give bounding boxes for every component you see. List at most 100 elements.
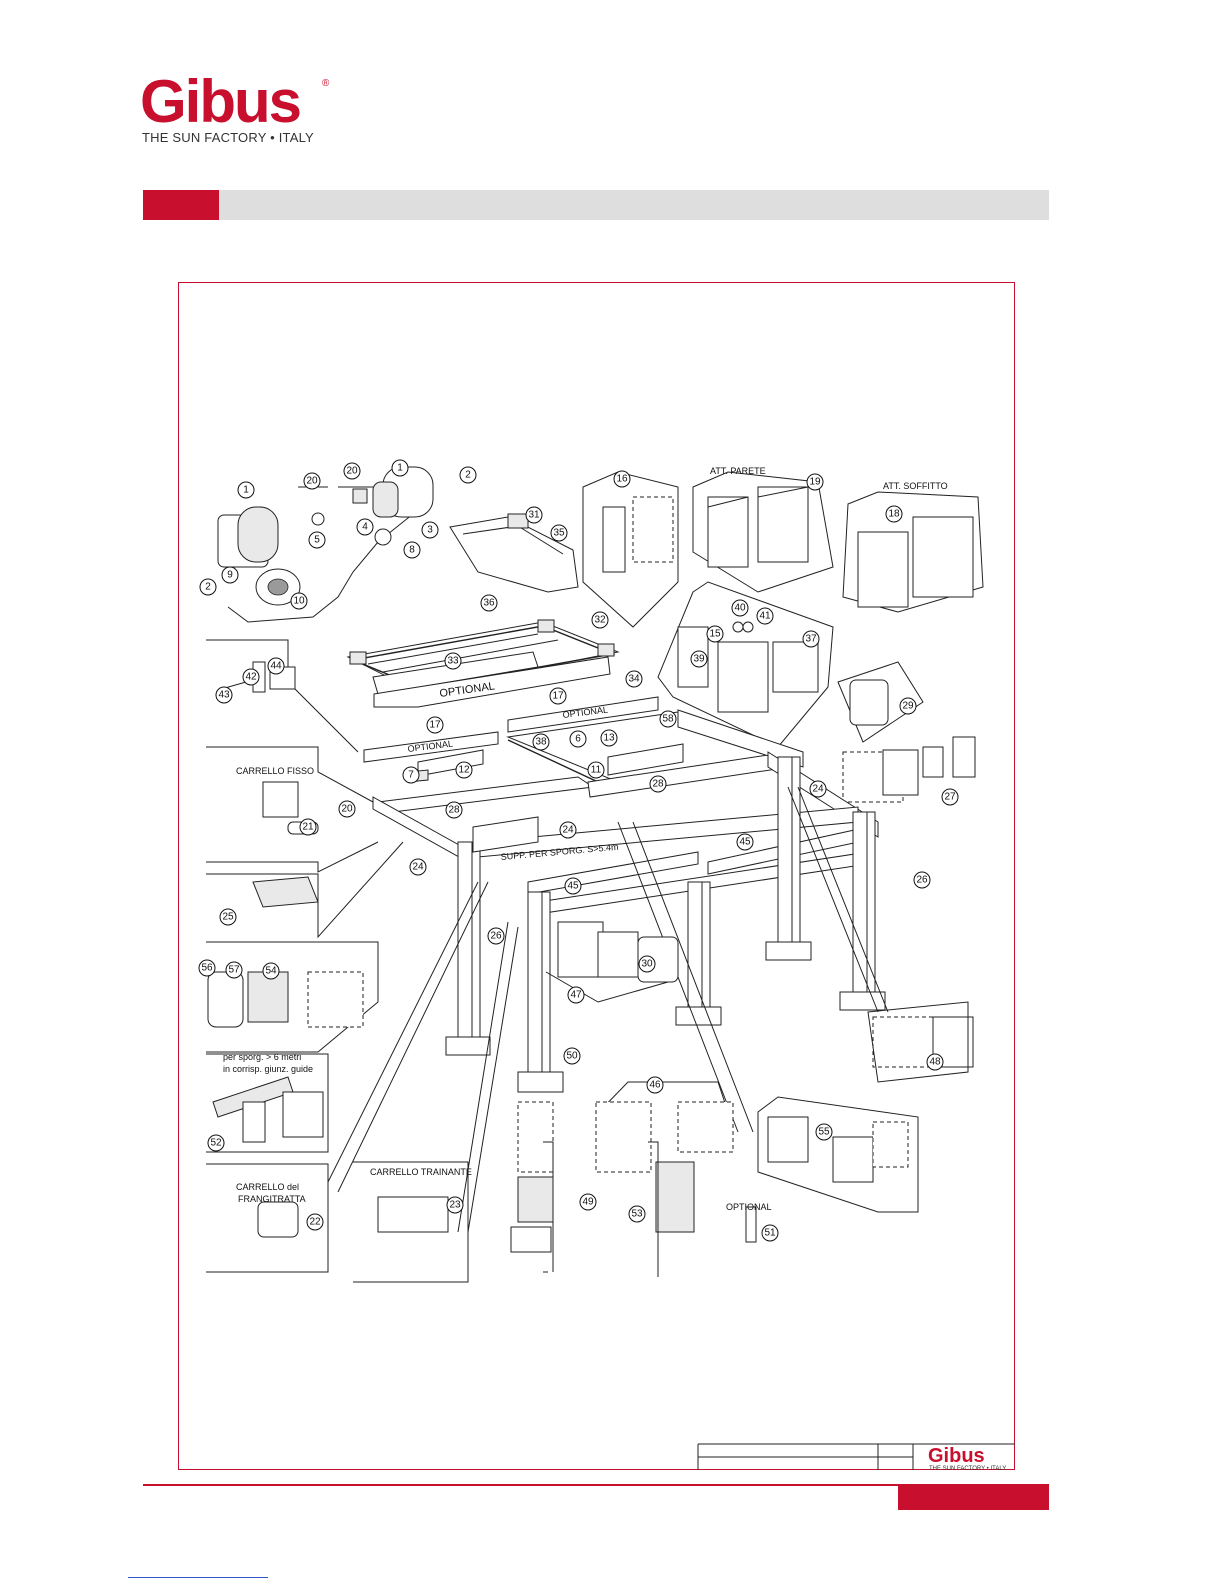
callout-46: 46 [646, 1076, 664, 1094]
svg-text:21: 21 [302, 822, 314, 833]
svg-text:24: 24 [812, 784, 824, 795]
svg-text:10: 10 [293, 596, 305, 607]
callout-3: 3 [421, 521, 439, 539]
svg-text:58: 58 [662, 714, 674, 725]
svg-text:11: 11 [591, 765, 602, 776]
svg-text:2: 2 [205, 582, 211, 593]
svg-text:57: 57 [228, 965, 240, 976]
svg-text:38: 38 [535, 737, 547, 748]
svg-text:36: 36 [483, 598, 495, 609]
top-frame [346, 619, 620, 708]
logo-registered-mark: ® [322, 78, 330, 89]
callout-26b: 26 [913, 871, 931, 889]
callout-26a: 26 [487, 927, 505, 945]
label-att-parete: ATT. PARETE [710, 466, 766, 476]
svg-text:22: 22 [309, 1217, 321, 1228]
footer-line [143, 1484, 1049, 1486]
callout-53: 53 [628, 1205, 646, 1223]
callout-20b: 20 [343, 462, 361, 480]
svg-text:49: 49 [582, 1197, 594, 1208]
callout-2a: 2 [199, 578, 217, 596]
footer-page-tab [898, 1484, 1049, 1510]
logo-tagline: THE SUN FACTORY • ITALY [142, 130, 314, 145]
callout-57: 57 [225, 961, 243, 979]
svg-text:5: 5 [314, 535, 320, 546]
callout-31: 31 [525, 506, 543, 524]
callout-numbers: 1 1 2 2 3 4 5 6 7 8 9 10 11 12 13 15 16 … [198, 459, 959, 1242]
svg-text:17: 17 [552, 691, 564, 702]
title-block-lines [697, 1443, 1015, 1470]
header-accent [143, 190, 219, 220]
callout-1a: 1 [237, 481, 255, 499]
callout-34: 34 [625, 670, 643, 688]
svg-text:34: 34 [628, 674, 640, 685]
svg-text:1: 1 [397, 463, 403, 474]
callout-12: 12 [455, 761, 473, 779]
svg-text:8: 8 [409, 545, 415, 556]
callout-47: 47 [567, 986, 585, 1004]
drawing-frame [178, 282, 1015, 1470]
label-carrello-trainante: CARRELLO TRAINANTE [370, 1167, 472, 1177]
ceiling-profile-18 [842, 491, 984, 613]
callout-24a: 24 [409, 858, 427, 876]
svg-text:45: 45 [567, 881, 579, 892]
callout-52: 52 [207, 1134, 225, 1152]
label-sporg-line2: in corrisp. giunz. guide [223, 1064, 313, 1074]
callout-11: 11 [587, 761, 605, 779]
svg-text:50: 50 [566, 1051, 578, 1062]
callout-4: 4 [356, 518, 374, 536]
callout-50: 50 [563, 1047, 581, 1065]
label-sporg-line1: per sporg. > 6 metri [223, 1052, 301, 1062]
left-detail-panels [206, 639, 469, 1283]
svg-text:2: 2 [465, 470, 471, 481]
callout-9: 9 [221, 566, 239, 584]
svg-text:37: 37 [805, 634, 817, 645]
svg-text:9: 9 [227, 570, 233, 581]
svg-text:28: 28 [652, 779, 664, 790]
svg-text:20: 20 [341, 804, 353, 815]
callout-55: 55 [815, 1123, 833, 1141]
callout-24c: 24 [809, 780, 827, 798]
bracket-16 [582, 471, 679, 628]
callout-58: 58 [659, 710, 677, 728]
callout-6: 6 [569, 730, 587, 748]
part-27 [842, 736, 976, 803]
label-att-soffitto: ATT. SOFFITTO [883, 481, 948, 491]
svg-text:29: 29 [902, 701, 914, 712]
callout-7: 7 [402, 766, 420, 784]
callout-15: 15 [706, 625, 724, 643]
svg-text:35: 35 [553, 528, 565, 539]
svg-text:32: 32 [594, 615, 606, 626]
svg-text:1: 1 [243, 485, 249, 496]
svg-text:26: 26 [490, 931, 502, 942]
svg-text:55: 55 [818, 1127, 830, 1138]
callout-45a: 45 [564, 877, 582, 895]
svg-text:31: 31 [528, 510, 540, 521]
callout-49: 49 [579, 1193, 597, 1211]
callout-18: 18 [885, 505, 903, 523]
svg-text:19: 19 [809, 477, 821, 488]
callout-8: 8 [403, 541, 421, 559]
svg-text:24: 24 [562, 825, 574, 836]
callout-45b: 45 [736, 833, 754, 851]
callout-41: 41 [756, 607, 774, 625]
callout-28a: 28 [445, 801, 463, 819]
exploded-view-drawing: ATT. PARETE ATT. SOFFITTO OPTIONAL OPTIO… [198, 459, 1015, 1470]
label-optional-51: OPTIONAL [726, 1202, 772, 1212]
bottom-link-underline[interactable] [128, 1577, 268, 1578]
svg-text:24: 24 [412, 862, 424, 873]
callout-17b: 17 [549, 687, 567, 705]
callout-21: 21 [299, 818, 317, 836]
svg-text:33: 33 [447, 656, 459, 667]
svg-text:48: 48 [929, 1057, 941, 1068]
main-structure [327, 696, 889, 1233]
svg-text:40: 40 [734, 603, 746, 614]
svg-text:30: 30 [641, 959, 653, 970]
callout-23: 23 [446, 1196, 464, 1214]
svg-text:20: 20 [346, 466, 358, 477]
svg-text:18: 18 [888, 509, 900, 520]
svg-text:25: 25 [222, 912, 234, 923]
callout-20a: 20 [303, 472, 321, 490]
callout-10: 10 [290, 592, 308, 610]
svg-text:6: 6 [575, 734, 581, 745]
